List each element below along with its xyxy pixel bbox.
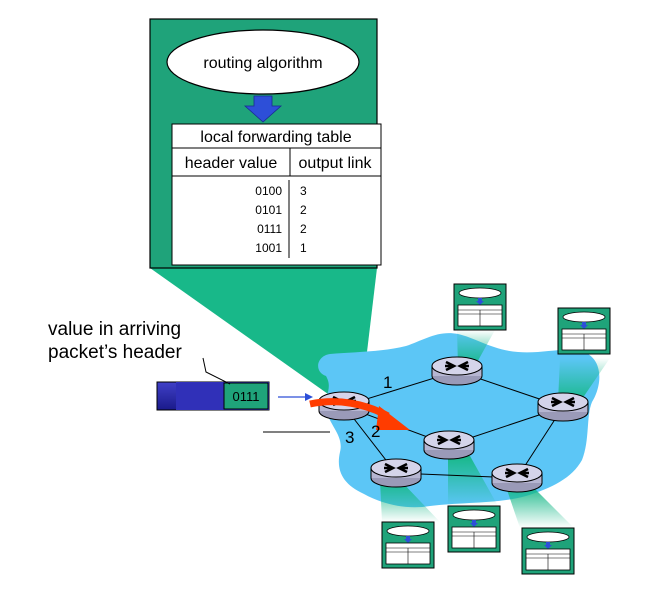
table-row-header: 1001 [255, 241, 282, 255]
forwarding-table-icon-top [453, 283, 507, 331]
routing-algorithm-oval [166, 29, 360, 95]
beam-middle-router [448, 456, 498, 506]
caption-line-1: value in arriving [48, 319, 182, 340]
router-right-icon [536, 391, 590, 423]
forwarding-table-icon-bottom-middle [447, 505, 501, 553]
beam-top-router [457, 330, 495, 366]
beam-right-router [558, 358, 610, 402]
table-row-header: 0111 [257, 222, 282, 236]
caption-line-2: packet’s header [48, 342, 182, 363]
router-bottom-right-icon [490, 462, 544, 494]
routing-algorithm-label: routing algorithm [203, 55, 322, 72]
router-bottom-left-icon [369, 457, 423, 489]
table-row-link: 3 [300, 184, 307, 198]
column-header-value: header value [185, 155, 278, 172]
forwarding-table-icon-bottom-left [381, 521, 435, 569]
router-top-icon [430, 355, 484, 387]
link-label-2: 2 [371, 422, 380, 441]
table-row-link: 2 [300, 222, 307, 236]
column-output-link: output link [299, 155, 373, 172]
forwarding-table-icon-right [557, 307, 611, 355]
table-row-header: 0100 [255, 184, 282, 198]
beam-bottom-right-router [505, 484, 574, 528]
forwarding-table: local forwarding table header value outp… [171, 123, 382, 266]
link-label-3: 3 [345, 428, 354, 447]
router-middle-icon [422, 429, 476, 461]
table-row-link: 2 [300, 203, 307, 217]
packet-header-value: 0111 [233, 389, 260, 404]
packet-header-caption: value in arriving packet’s header [48, 318, 182, 364]
table-title: local forwarding table [200, 129, 351, 146]
table-row-header: 0101 [255, 203, 282, 217]
caption-pointer [202, 357, 231, 385]
forwarding-table-icon-bottom-right [521, 527, 575, 575]
beam-bottom-left-router [380, 480, 440, 522]
link-label-1: 1 [383, 373, 392, 392]
forwarding-arrow-head [376, 406, 410, 430]
down-arrow-icon [243, 95, 283, 123]
table-row-link: 1 [300, 241, 307, 255]
packet-header-field [223, 382, 269, 410]
packet-arrow-head [305, 393, 313, 401]
